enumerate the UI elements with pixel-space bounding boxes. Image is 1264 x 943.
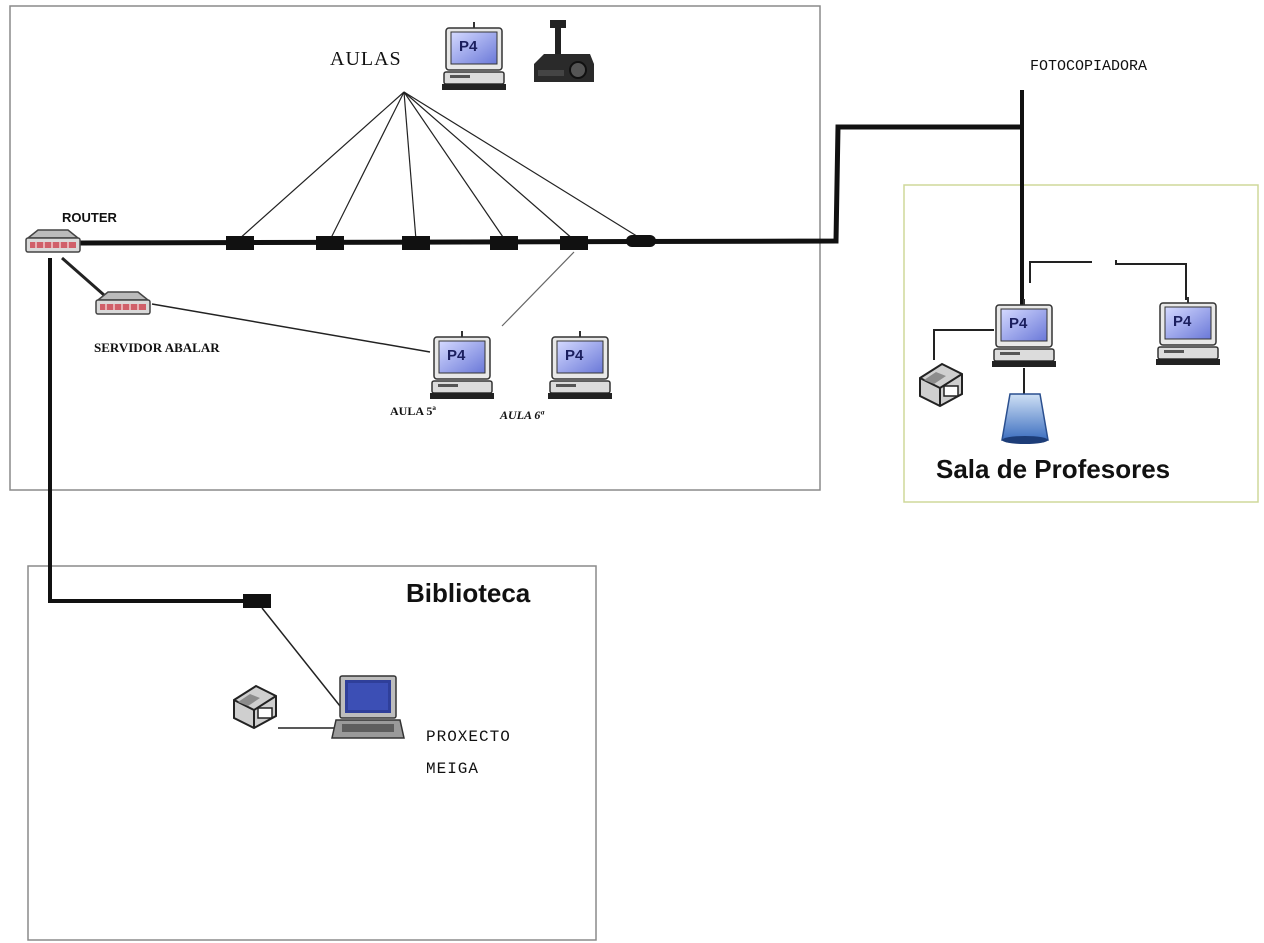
desktop-computer-icon [1155,296,1221,366]
pc-badge: P4 [1009,315,1028,332]
node-aula6-link [501,251,575,327]
router-icon [25,229,81,253]
biblioteca-title: Biblioteca [406,578,531,608]
network-node-icon [626,235,656,247]
desktop-computer-icon [429,330,495,400]
sala-cable-right [1115,260,1187,300]
router-servidor-link [61,256,105,297]
network-node-icon [226,236,254,250]
aulas-fan-links [237,91,641,241]
aula5-label: AULA 5ª [390,404,436,418]
proxecto-label-line2: MEIGA [426,760,480,778]
router-label: ROUTER [62,210,117,225]
sala-printer-link [933,329,994,360]
network-node-icon [490,236,518,250]
network-node-icon [243,594,271,608]
servidor-aula5-link [151,303,431,353]
laptop-icon [331,675,405,739]
printer-icon [919,363,963,407]
network-node-icon [316,236,344,250]
servidor-abalar-label: SERVIDOR ABALAR [94,340,220,355]
pc-badge: P4 [447,347,466,364]
projector-icon [534,20,594,82]
desktop-computer-icon [441,21,507,91]
biblioteca-panel [27,565,597,941]
network-node-icon [402,236,430,250]
printer-icon [233,685,277,729]
proxecto-label-line1: PROXECTO [426,728,511,746]
sala-profesores-title: Sala de Profesores [936,454,1171,484]
sala-cable-left [1029,261,1092,283]
server-icon [95,291,151,315]
biblioteca-cable [48,258,260,603]
aulas-panel [9,5,821,491]
pc-badge: P4 [459,38,478,55]
backbone-cable [79,124,1022,246]
aula6-label: AULA 6ª [500,408,544,422]
backbone-nodes [226,235,656,250]
biblioteca-laptop-link [261,607,341,707]
desktop-computer-icon [991,298,1057,368]
fotocopiadora-label: FOTOCOPIADORA [1030,58,1148,75]
network-node-icon [560,236,588,250]
pc-badge: P4 [565,347,584,364]
sala-profesores-panel [903,184,1259,503]
desktop-computer-icon [547,330,613,400]
aulas-label: AULAS [330,48,402,70]
pc-badge: P4 [1173,313,1192,330]
scanner-icon [1001,393,1049,444]
